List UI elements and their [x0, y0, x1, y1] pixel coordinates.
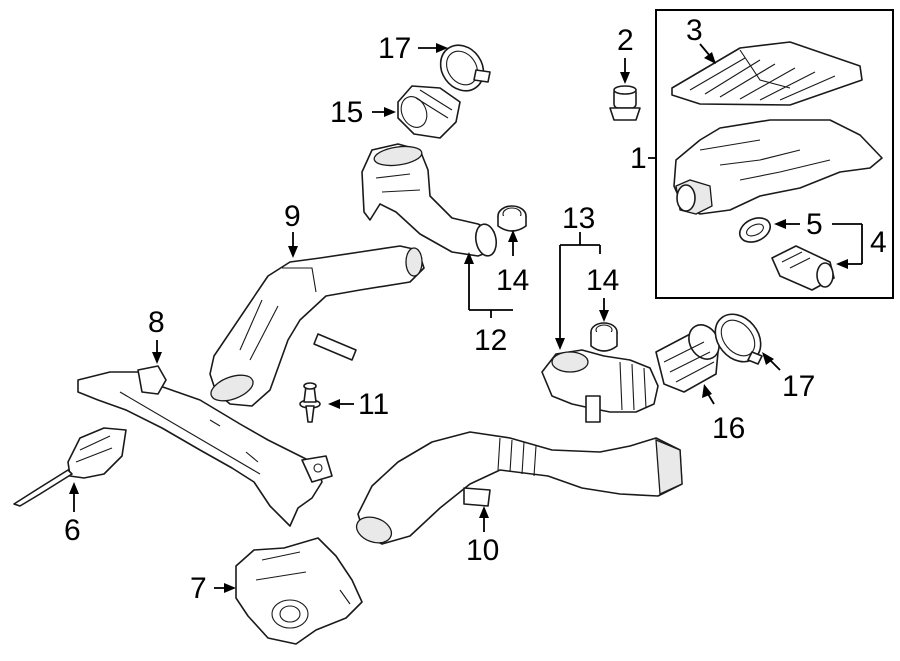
callout-17-right: 17: [782, 370, 815, 403]
hose-clamp-right: [590, 322, 618, 352]
support-bracket: [77, 365, 333, 527]
intake-duct-main: [355, 431, 683, 545]
grommet-part: [609, 85, 641, 121]
callout-12: 12: [474, 324, 507, 357]
callout-11: 11: [358, 388, 389, 421]
sensor-seal: [738, 217, 772, 243]
callout-17-top: 17: [378, 32, 411, 65]
callout-8: 8: [148, 306, 165, 339]
callout-3: 3: [686, 14, 703, 47]
intake-duct-lower-left: [209, 245, 425, 407]
intake-duct-resonator: [541, 349, 659, 423]
callout-15: 15: [330, 96, 363, 129]
callout-10: 10: [466, 534, 499, 567]
callout-13: 13: [562, 202, 595, 235]
intake-coupler: [397, 85, 461, 139]
leader-lines: [69, 43, 863, 593]
air-cleaner-cover: [671, 41, 863, 106]
air-cleaner-housing: [673, 119, 883, 215]
callout-14-left: 14: [496, 264, 529, 297]
hose-clamp-right-large: [714, 313, 763, 365]
mass-air-flow-sensor: [771, 245, 835, 291]
callout-9: 9: [284, 200, 301, 233]
hose-clamp-left: [497, 205, 527, 232]
air-cleaner-assembly-frame: [655, 9, 894, 299]
callout-14-right: 14: [586, 264, 619, 297]
callout-6: 6: [64, 514, 81, 547]
callout-4: 4: [870, 226, 887, 259]
callout-1: 1: [630, 142, 647, 175]
heat-shield: [235, 537, 363, 645]
intake-hose: [655, 324, 720, 393]
air-deflector: [13, 427, 127, 507]
push-pin-fastener: [299, 382, 321, 423]
intake-duct-elbow: [361, 143, 498, 257]
callout-16: 16: [712, 412, 745, 445]
callout-7: 7: [190, 572, 207, 605]
hose-clamp-top: [439, 44, 491, 92]
callout-2: 2: [617, 24, 634, 57]
callout-5: 5: [806, 208, 823, 241]
